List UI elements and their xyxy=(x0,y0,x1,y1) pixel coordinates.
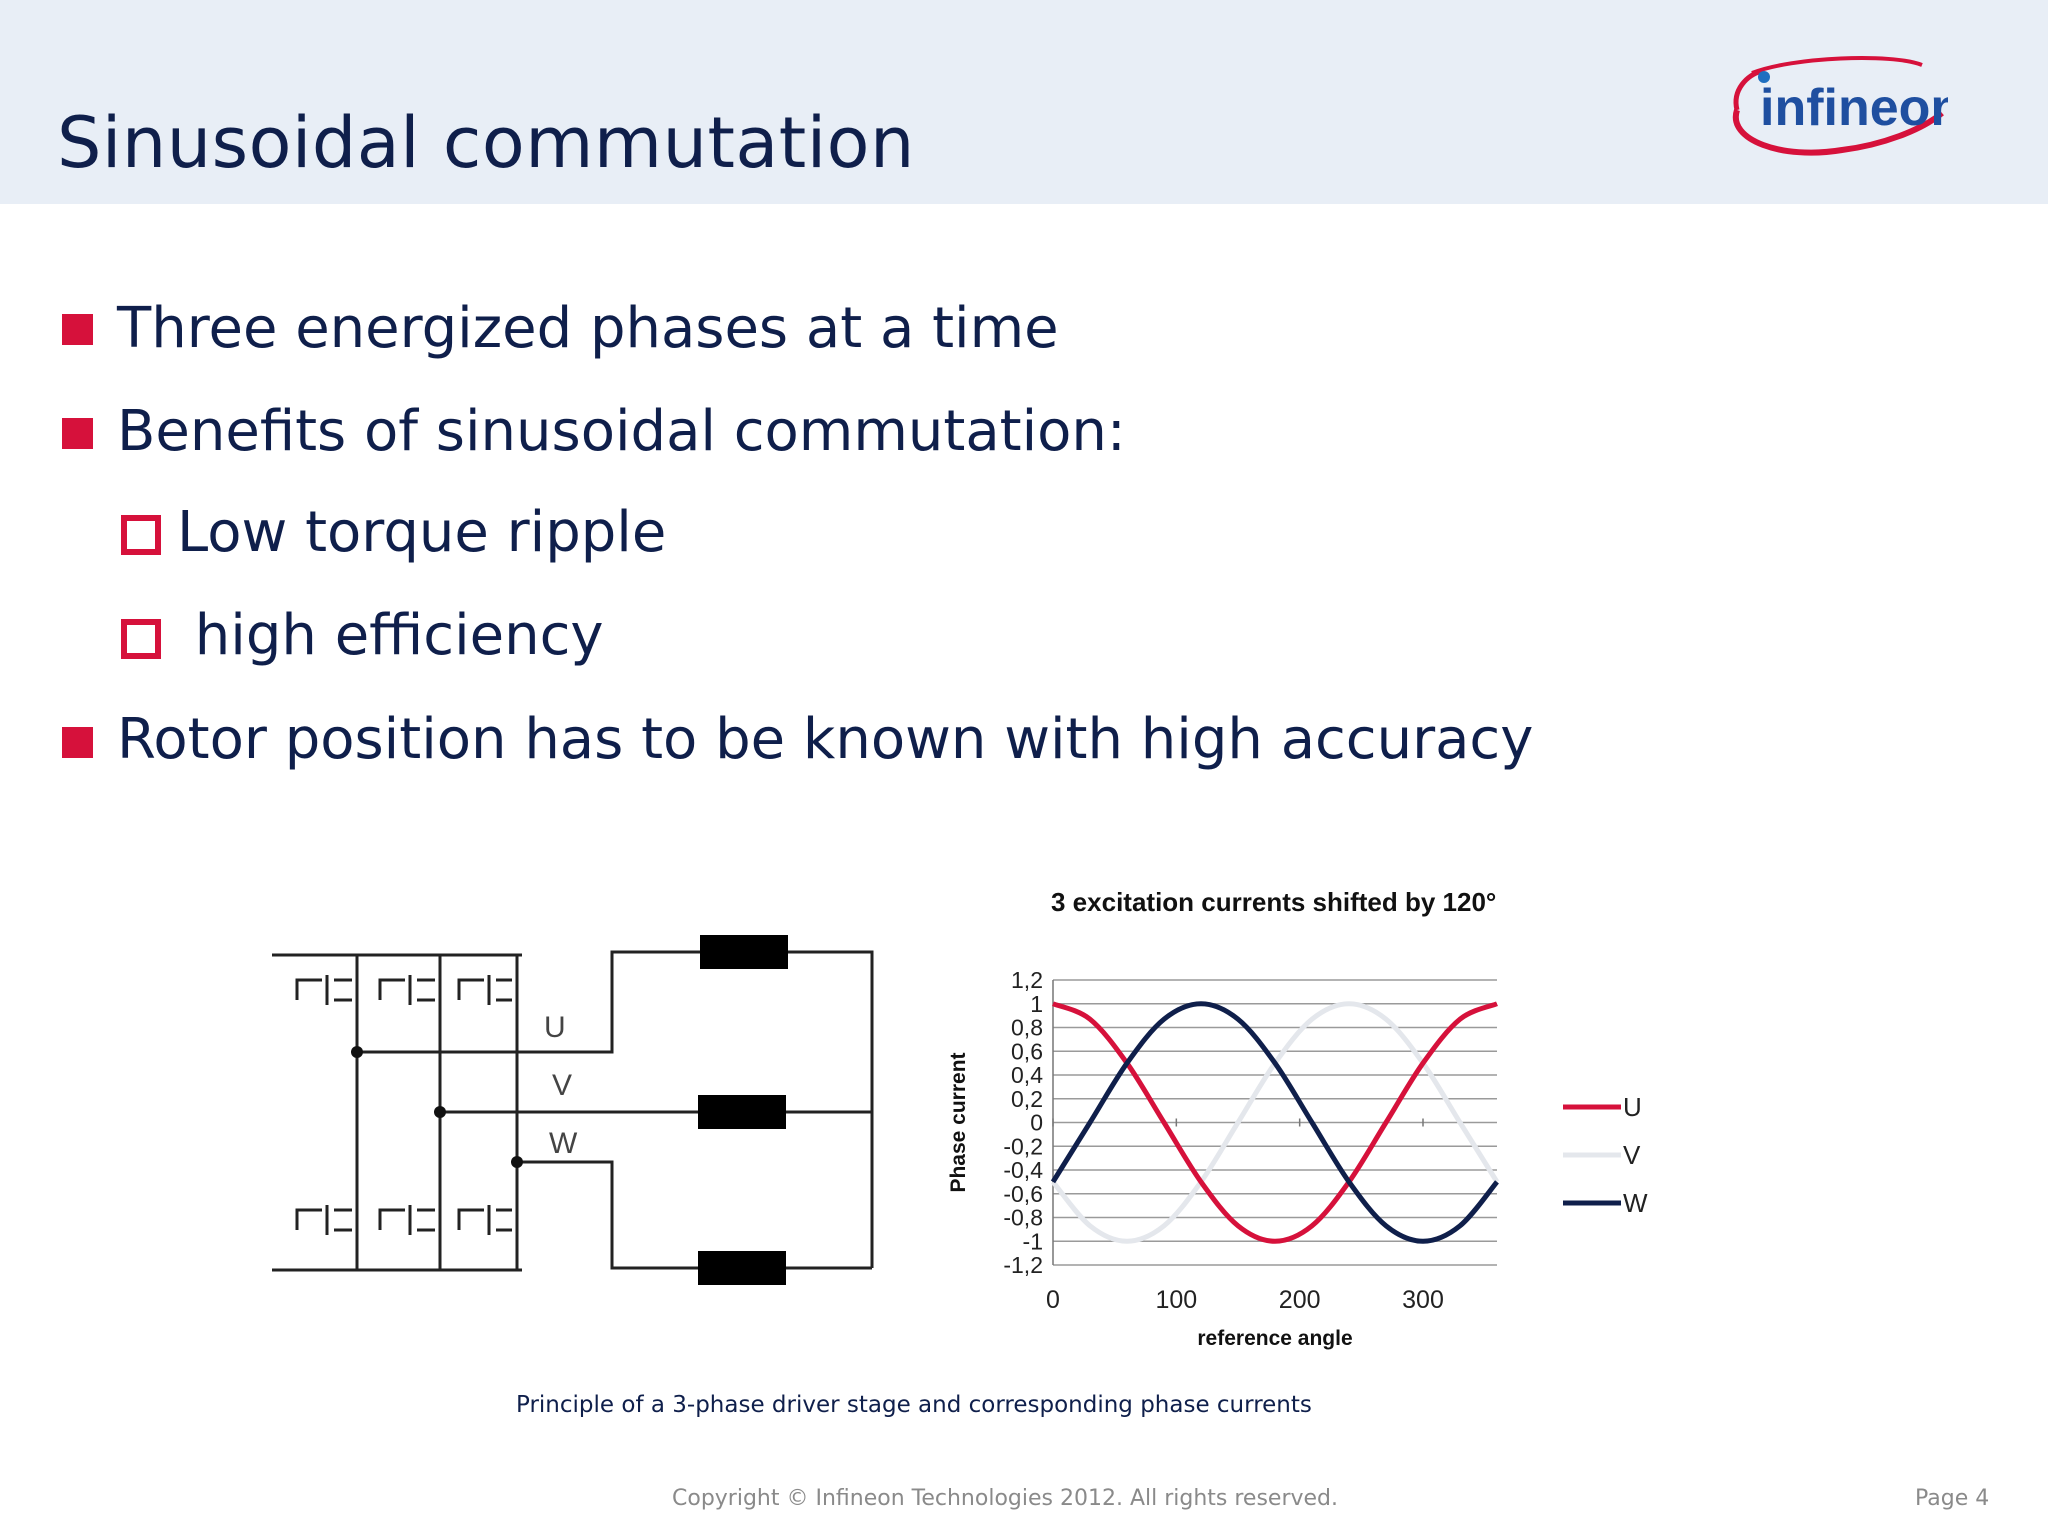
legend-label-v: V xyxy=(1623,1140,1641,1170)
y-tick-label: 0,6 xyxy=(1011,1038,1043,1064)
legend-label-u: U xyxy=(1623,1092,1642,1122)
slide-title: Sinusoidal commutation xyxy=(57,102,915,184)
x-tick-label: 0 xyxy=(1046,1286,1060,1314)
bullet-item: Rotor position has to be known with high… xyxy=(117,707,1534,772)
y-tick-label: -1,2 xyxy=(1003,1252,1043,1278)
circuit-label-u: U xyxy=(544,1011,566,1044)
y-tick-label: -0,6 xyxy=(1003,1181,1043,1207)
legend-label-w: W xyxy=(1623,1188,1648,1218)
figure-caption: Principle of a 3-phase driver stage and … xyxy=(516,1392,1312,1418)
phase-current-chart: 1,210,80,60,40,20-0,2-0,4-0,6-0,8-1-1,20… xyxy=(947,967,1648,1350)
y-tick-label: 0 xyxy=(1030,1110,1043,1136)
x-tick-label: 200 xyxy=(1279,1286,1321,1314)
x-tick-label: 300 xyxy=(1402,1286,1444,1314)
sub-bullet-item: Low torque ripple xyxy=(177,500,667,565)
bullet-item: Benefits of sinusoidal commutation: xyxy=(117,399,1126,464)
y-tick-label: 1,2 xyxy=(1011,967,1043,993)
slide-header xyxy=(0,0,2048,204)
y-tick-label: 0,4 xyxy=(1011,1062,1043,1088)
infineon-logo: infineon xyxy=(1732,56,1948,156)
footer-copyright: Copyright © Infineon Technologies 2012. … xyxy=(672,1486,1339,1511)
y-axis-label: Phase current xyxy=(947,1052,970,1192)
footer-page-number: Page 4 xyxy=(1915,1486,1990,1511)
bullet-item: Three energized phases at a time xyxy=(117,296,1059,361)
y-tick-label: -1 xyxy=(1023,1228,1043,1254)
svg-text:infineon: infineon xyxy=(1760,79,1948,137)
series-line-w xyxy=(1050,1001,1499,1244)
three-phase-driver-diagram: U V W xyxy=(272,935,874,1285)
y-tick-label: -0,2 xyxy=(1003,1133,1043,1159)
bullet-marker xyxy=(62,314,93,345)
y-tick-label: 1 xyxy=(1030,991,1043,1017)
y-tick-label: -0,8 xyxy=(1003,1205,1043,1231)
bullet-marker xyxy=(62,727,93,758)
y-tick-label: 0,8 xyxy=(1011,1015,1043,1041)
sub-bullet-marker xyxy=(121,515,161,555)
y-tick-label: -0,4 xyxy=(1003,1157,1043,1183)
sub-bullet-marker xyxy=(121,619,161,659)
x-tick-label: 100 xyxy=(1155,1286,1197,1314)
y-tick-label: 0,2 xyxy=(1011,1086,1043,1112)
x-axis-label: reference angle xyxy=(1197,1327,1352,1350)
sub-bullet-item: high efficiency xyxy=(177,603,604,668)
circuit-label-w: W xyxy=(549,1127,578,1160)
circuit-label-v: V xyxy=(552,1069,572,1102)
bullet-marker xyxy=(62,418,93,449)
chart-title: 3 excitation currents shifted by 120° xyxy=(1051,887,1497,917)
